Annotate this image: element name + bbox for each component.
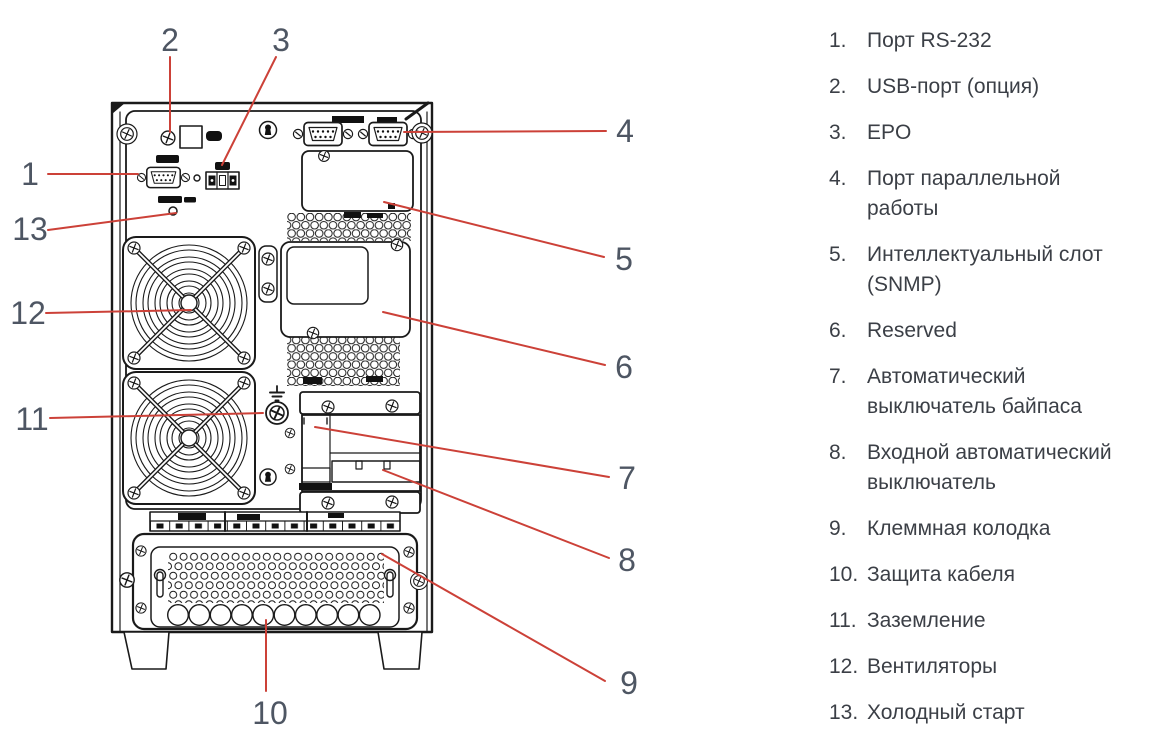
epo-connector — [205, 162, 240, 190]
legend-item-text: Заземление — [867, 609, 986, 632]
legend-item-number: 12. — [829, 655, 859, 678]
legend-item-8: 8. Входной автоматический выключатель — [829, 438, 1137, 498]
legend-item-text: EPO — [867, 121, 912, 144]
legend-item-text: Автоматический выключатель байпаса — [867, 365, 1082, 418]
callout-number-10: 10 — [252, 695, 288, 731]
legend-item-text: Reserved — [867, 319, 957, 342]
lock-hole — [259, 468, 277, 486]
legend-item-text: Входной автоматический выключатель — [867, 441, 1112, 494]
lock-hole — [258, 120, 278, 140]
fan-bottom — [123, 372, 255, 504]
ups-rear-panel-drawing — [45, 56, 610, 692]
callout-number-1: 1 — [21, 156, 39, 192]
legend-item-text: Защита кабеля — [867, 563, 1015, 586]
fan-top — [123, 237, 255, 369]
cabinet-body — [110, 101, 434, 634]
legend-item-text: Порт RS-232 — [867, 29, 992, 52]
legend: 1. Порт RS-232 2. USB-порт (опция) 3. EPO 4… — [829, 26, 1137, 740]
callout-number-11: 11 — [15, 401, 49, 437]
legend-item-number: 5. — [829, 243, 847, 266]
legend-item-text: USB-порт (опция) — [867, 75, 1040, 98]
legend-item-2: 2. USB-порт (опция) — [829, 72, 1137, 102]
legend-item-number: 9. — [829, 517, 847, 540]
legend-item-text: Вентиляторы — [867, 655, 998, 678]
leader-lines — [45, 56, 610, 692]
callout-number-13: 13 — [12, 211, 48, 247]
legend-item-number: 6. — [829, 319, 847, 342]
legend-item-4: 4. Порт параллельной работы — [829, 164, 1137, 224]
terminal-block — [149, 511, 401, 532]
legend-item-text: Интеллектуальный слот (SNMP) — [867, 243, 1103, 296]
legend-item-11: 11. Заземление — [829, 606, 1137, 636]
legend-item-number: 11. — [829, 609, 857, 632]
snmp-slot — [287, 150, 414, 241]
panel-screw — [284, 427, 296, 439]
legend-item-number: 4. — [829, 167, 847, 190]
panel-screw — [284, 463, 296, 475]
legend-item-number: 3. — [829, 121, 847, 144]
legend-item-number: 2. — [829, 75, 847, 98]
legend-item-10: 10. Защита кабеля — [829, 560, 1137, 590]
legend-item-5: 5. Интеллектуальный слот (SNMP) — [829, 240, 1137, 300]
feet — [123, 631, 423, 670]
usb-port — [116, 123, 222, 149]
legend-item-number: 10. — [829, 563, 859, 586]
rs232-port — [136, 155, 201, 189]
callout-number-9: 9 — [620, 665, 638, 701]
legend-item-3: 3. EPO — [829, 118, 1137, 148]
legend-item-number: 13. — [829, 701, 859, 724]
callout-number-5: 5 — [615, 241, 633, 277]
legend-item-number: 7. — [829, 365, 847, 388]
cold-start-button — [158, 196, 196, 216]
callout-number-2: 2 — [161, 22, 179, 58]
circuit-breakers — [299, 391, 421, 514]
legend-item-7: 7. Автоматический выключатель байпаса — [829, 362, 1137, 422]
callout-number-7: 7 — [618, 460, 636, 496]
legend-item-text: Холодный старт — [867, 701, 1025, 724]
legend-item-12: 12. Вентиляторы — [829, 652, 1137, 682]
legend-item-13: 13. Холодный старт — [829, 698, 1137, 728]
callout-number-12: 12 — [10, 295, 46, 331]
legend-item-number: 1. — [829, 29, 847, 52]
callout-number-4: 4 — [616, 113, 634, 149]
legend-item-number: 8. — [829, 441, 847, 464]
legend-item-text: Порт параллельной работы — [867, 167, 1061, 220]
legend-item-9: 9. Клеммная колодка — [829, 514, 1137, 544]
legend-item-6: 6. Reserved — [829, 316, 1137, 346]
ground-terminal — [265, 385, 289, 425]
callout-number-3: 3 — [272, 22, 290, 58]
legend-item-1: 1. Порт RS-232 — [829, 26, 1137, 56]
callout-number-6: 6 — [615, 349, 633, 385]
callout-number-8: 8 — [618, 542, 636, 578]
reserved-slot — [258, 238, 411, 386]
cable-protection-cover — [119, 532, 429, 631]
parallel-ports — [292, 116, 433, 147]
legend-item-text: Клеммная колодка — [867, 517, 1051, 540]
